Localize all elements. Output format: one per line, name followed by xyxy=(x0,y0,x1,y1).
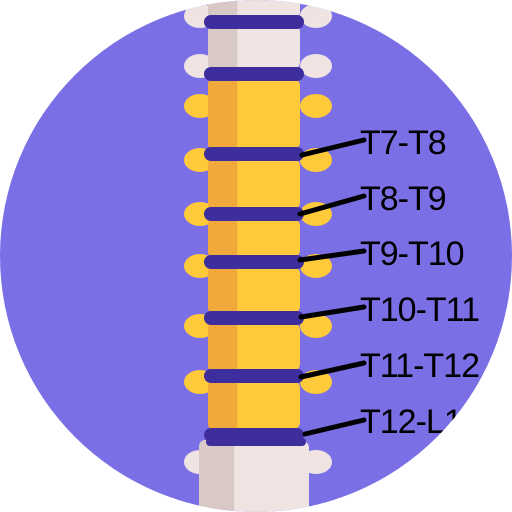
intervertebral-disc xyxy=(204,311,304,325)
leader-line-t9-t10 xyxy=(297,248,367,263)
transverse-process-right xyxy=(300,4,332,28)
label-t12-l1: T12-L1 xyxy=(360,403,462,441)
transverse-process-right xyxy=(300,54,332,78)
label-leader-lines xyxy=(297,137,367,437)
transverse-process-right xyxy=(300,94,332,118)
vertebra-shading xyxy=(208,24,238,70)
vertebra-shading xyxy=(208,380,238,430)
vertebra-shading xyxy=(208,266,238,314)
label-t9-t10: T9-T10 xyxy=(360,235,464,273)
leader-line-t10-t11 xyxy=(298,304,367,320)
intervertebral-disc xyxy=(204,369,304,383)
vertebra-shading xyxy=(208,158,238,210)
label-t7-t8: T7-T8 xyxy=(360,124,446,162)
label-t10-t11: T10-T11 xyxy=(360,291,479,329)
intervertebral-disc xyxy=(204,255,304,269)
intervertebral-disc xyxy=(204,147,304,161)
label-t11-t12: T11-T12 xyxy=(360,347,479,385)
leader-line-t8-t9 xyxy=(297,193,367,217)
label-t8-t9: T8-T9 xyxy=(360,180,446,218)
vertebra-shading xyxy=(208,322,238,372)
vertebra-shading xyxy=(208,218,238,258)
intervertebral-disc xyxy=(204,67,304,81)
leader-line-t11-t12 xyxy=(298,360,367,380)
transverse-process-right xyxy=(300,314,332,338)
leader-line-t7-t8 xyxy=(299,137,367,158)
intervertebral-disc xyxy=(204,207,304,221)
vertebra-shading xyxy=(199,440,235,512)
vertebra-shading xyxy=(208,0,238,20)
spinal-column xyxy=(184,0,332,512)
vertebra-shading xyxy=(208,78,238,150)
intervertebral-disc xyxy=(204,15,304,29)
leader-line-t12-l1 xyxy=(302,417,367,437)
disc-labels: T7-T8 T8-T9 T9-T10 T10-T11 T11-T12 T12-L… xyxy=(360,124,480,441)
intervertebral-disc xyxy=(206,438,306,446)
